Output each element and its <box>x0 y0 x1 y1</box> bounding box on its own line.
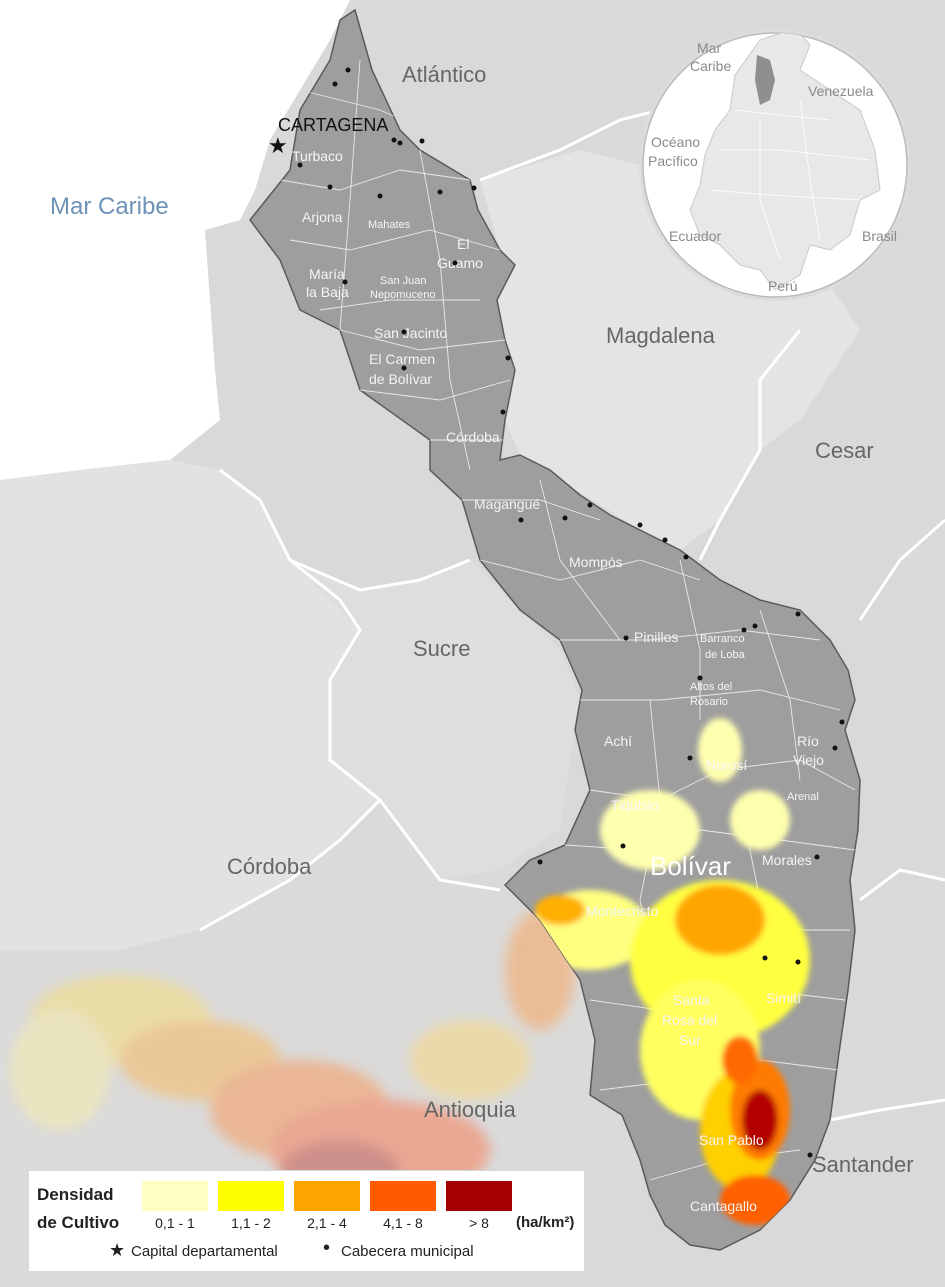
muni-montecristo: Montecristo <box>586 903 659 919</box>
muni-de-bolivar: de Bolívar <box>369 371 432 387</box>
legend-title-line1: Densidad <box>37 1185 114 1204</box>
cordoba-shade <box>0 460 380 950</box>
muni-simiti: Simití <box>766 990 801 1006</box>
dept-label-atlantico: Atlántico <box>402 62 486 87</box>
coca-density <box>530 718 810 1225</box>
dept-label-magdalena: Magdalena <box>606 323 716 348</box>
inset-label-ecuador: Ecuador <box>669 228 721 244</box>
inset-label-venezuela: Venezuela <box>808 83 874 99</box>
muni-turbaco: Turbaco <box>292 148 343 164</box>
muni-arenal: Arenal <box>787 791 819 803</box>
legend-swatch-4 <box>370 1181 436 1211</box>
muni-achi: Achí <box>604 733 632 749</box>
caribbean-sea <box>0 0 350 480</box>
muni-rio: Río <box>797 733 819 749</box>
muni-el-carmen: El Carmen <box>369 351 435 367</box>
muni-el: El <box>457 236 469 252</box>
legend-star-icon: ★ <box>109 1240 126 1260</box>
dept-label-cordoba: Córdoba <box>227 854 312 879</box>
dept-label-antioquia: Antioquia <box>424 1097 517 1122</box>
dept-label-santander: Santander <box>812 1152 914 1177</box>
legend-swatch-1 <box>142 1181 208 1211</box>
dept-label-bolivar: Bolívar <box>650 851 731 881</box>
municipality-labels: Turbaco Arjona Mahates El Guamo María la… <box>292 148 824 1214</box>
muni-san-juan: San Juan <box>380 275 426 287</box>
muni-sur: Sur <box>679 1032 701 1048</box>
muni-viejo: Viejo <box>793 752 824 768</box>
muni-tiquisio: Tiquisio <box>611 797 659 813</box>
sucre-shade <box>290 560 580 880</box>
muni-altos-del: Altos del <box>690 681 732 693</box>
antioquia-shade <box>0 800 650 1287</box>
inset-map: Mar Caribe Venezuela Océano Pacífico Ecu… <box>639 29 911 301</box>
muni-de-loba: de Loba <box>705 649 746 661</box>
muni-guamo: Guamo <box>437 255 483 271</box>
legend-range-2: 1,1 - 2 <box>231 1215 271 1231</box>
legend-unit: (ha/km²) <box>516 1214 575 1231</box>
municipal-seat-dots <box>297 67 845 1158</box>
inset-label-peru: Perú <box>768 278 798 294</box>
inset-label-oceano: Océano <box>651 134 700 150</box>
muni-barranco: Barranco <box>700 633 745 645</box>
legend-range-5: > 8 <box>469 1215 489 1231</box>
muni-santa: Santa <box>673 992 710 1008</box>
legend-title-line2: de Cultivo <box>37 1213 120 1232</box>
muni-morales: Morales <box>762 852 812 868</box>
dept-label-cesar: Cesar <box>815 438 874 463</box>
capital-star-icon: ★ <box>268 133 288 158</box>
muni-cantagallo: Cantagallo <box>690 1198 757 1214</box>
muni-magangue: Magangué <box>474 496 540 512</box>
inset-label-caribe: Caribe <box>690 58 731 74</box>
inset-label-mar: Mar <box>697 40 721 56</box>
inset-label-brasil: Brasil <box>862 228 897 244</box>
muni-cordoba: Córdoba <box>446 429 500 445</box>
legend-cabecera-label: Cabecera municipal <box>341 1243 474 1260</box>
inset-bolivar <box>755 55 775 105</box>
legend-range-4: 4,1 - 8 <box>383 1215 423 1231</box>
legend-range-1: 0,1 - 1 <box>155 1215 195 1231</box>
muni-san-jacinto: San Jacinto <box>374 325 447 341</box>
muni-la-baja: la Baja <box>306 284 349 300</box>
muni-rosa-del: Rosa del <box>662 1012 717 1028</box>
legend-swatch-5 <box>446 1181 512 1211</box>
muni-mompos: Mompós <box>569 554 623 570</box>
legend-range-3: 2,1 - 4 <box>307 1215 347 1231</box>
inset-label-pacifico: Pacífico <box>648 153 698 169</box>
muni-san-pablo: San Pablo <box>699 1132 764 1148</box>
muni-maria: María <box>309 266 345 282</box>
muni-norosi: Norosí <box>706 757 747 773</box>
muni-mahates: Mahates <box>368 219 411 231</box>
legend-capital-label: Capital departamental <box>131 1243 278 1260</box>
muni-arjona: Arjona <box>302 209 343 225</box>
inset-colombia <box>689 33 881 291</box>
muni-rosario: Rosario <box>690 696 728 708</box>
muni-pinillos: Pinillos <box>634 629 678 645</box>
capital-label: CARTAGENA <box>278 115 388 135</box>
legend-swatch-3 <box>294 1181 360 1211</box>
muni-nepomuceno: Nepomuceno <box>370 289 435 301</box>
legend: Densidad de Cultivo 0,1 - 1 1,1 - 2 2,1 … <box>28 1170 585 1272</box>
dept-label-sucre: Sucre <box>413 636 470 661</box>
legend-dot-icon: • <box>323 1237 331 1259</box>
sea-label: Mar Caribe <box>50 193 169 220</box>
legend-swatch-2 <box>218 1181 284 1211</box>
